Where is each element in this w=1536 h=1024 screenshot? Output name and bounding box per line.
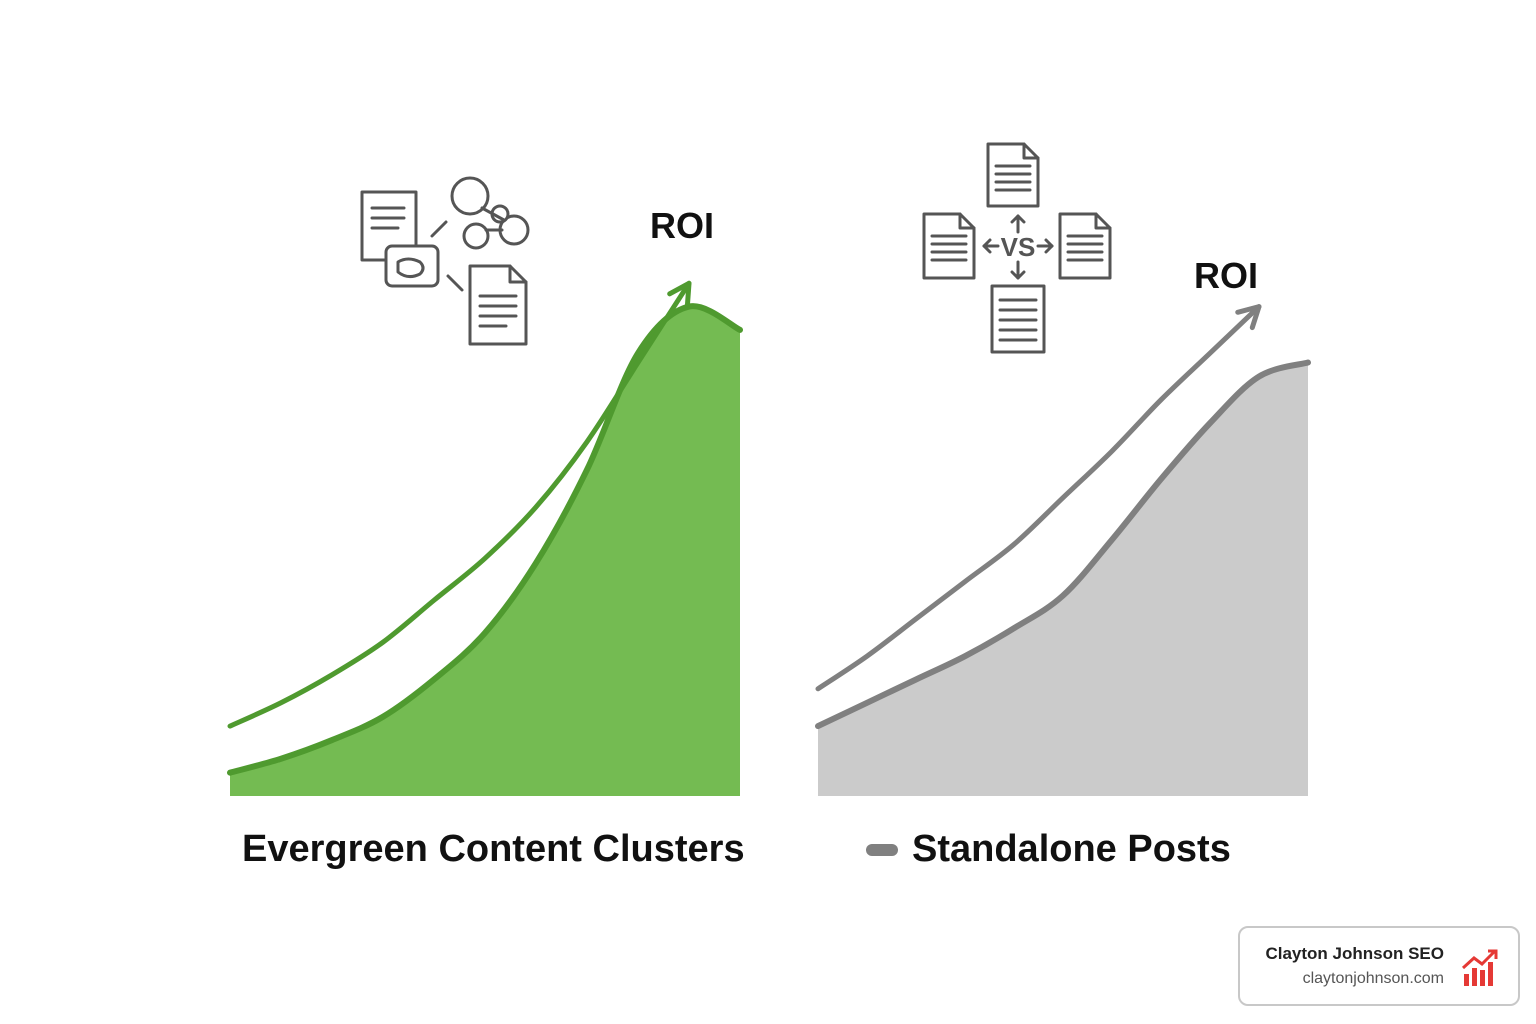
standalone-roi-label: ROI bbox=[1194, 255, 1258, 296]
hand-icon bbox=[384, 244, 440, 288]
connector-line bbox=[446, 274, 464, 292]
brand-name: Clayton Johnson SEO bbox=[1265, 944, 1444, 963]
standalone-roi-line bbox=[815, 304, 1262, 692]
vs-icon bbox=[982, 214, 1054, 280]
evergreen-roi-line bbox=[227, 280, 692, 729]
document-icon bbox=[922, 212, 976, 280]
brand-url: claytonjohnson.com bbox=[1302, 970, 1444, 987]
standalone-area-fill bbox=[818, 362, 1308, 796]
brand-badge[interactable]: Clayton Johnson SEO claytonjohnson.com bbox=[1238, 926, 1520, 1006]
evergreen-caption: Evergreen Content Clusters bbox=[242, 828, 745, 870]
connector-line bbox=[430, 220, 448, 238]
network-nodes-icon bbox=[450, 176, 530, 250]
standalone-chart: ROI bbox=[815, 142, 1311, 796]
standalone-caption: Standalone Posts bbox=[866, 828, 1231, 871]
standalone-post-icons bbox=[922, 142, 1112, 354]
bar-chart-growth-icon bbox=[1461, 949, 1498, 986]
standalone-roi-series bbox=[815, 304, 1262, 692]
evergreen-area-edge bbox=[227, 303, 743, 776]
evergreen-area-series bbox=[227, 303, 743, 796]
standalone-area-edge bbox=[815, 359, 1311, 730]
evergreen-roi-series bbox=[227, 280, 692, 729]
evergreen-area-fill bbox=[230, 306, 740, 796]
evergreen-roi-label: ROI bbox=[650, 205, 714, 246]
content-cluster-icons bbox=[360, 176, 530, 346]
legend-swatch bbox=[866, 843, 898, 856]
standalone-area-series bbox=[815, 359, 1311, 796]
document-icon bbox=[990, 284, 1046, 354]
vs-text: VS bbox=[1001, 232, 1036, 262]
evergreen-roi-arrowhead bbox=[667, 280, 692, 308]
document-icon bbox=[1058, 212, 1112, 280]
document-icon bbox=[986, 142, 1040, 208]
evergreen-chart: ROI bbox=[227, 176, 743, 796]
standalone-roi-arrowhead bbox=[1235, 304, 1262, 331]
document-icon bbox=[468, 264, 528, 346]
standalone-caption-text: Standalone Posts bbox=[912, 828, 1231, 870]
